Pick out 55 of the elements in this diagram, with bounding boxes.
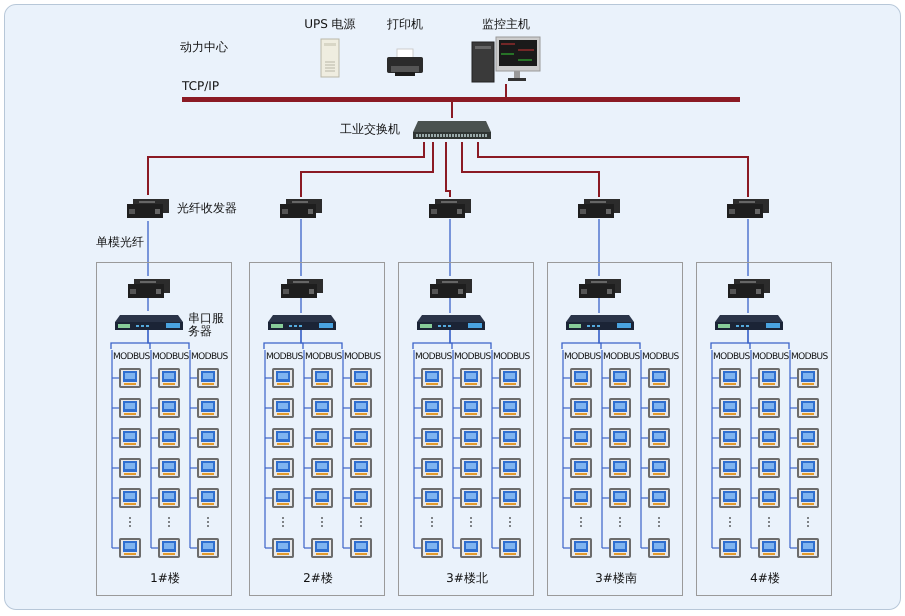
building-box [696, 262, 832, 596]
connection-line [598, 219, 600, 276]
transceiver-icon [428, 277, 474, 299]
connection-line [461, 142, 600, 197]
connection-line [747, 330, 790, 349]
building-label: 4#楼 [749, 572, 781, 585]
connection-line [505, 84, 507, 97]
connection-line [147, 330, 190, 349]
serial-server-icon [416, 314, 486, 331]
device-label: 打印机 [386, 18, 424, 31]
building-box [398, 262, 534, 596]
connection-line [477, 142, 749, 197]
connection-line [147, 221, 149, 276]
connection-line [449, 330, 492, 349]
transceiver-icon [427, 197, 473, 219]
connection-line [598, 298, 600, 313]
building-label: 3#楼北 [445, 572, 489, 585]
network-bus [182, 97, 740, 102]
section-label: 动力中心 [180, 41, 228, 54]
device-label: 光纤收发器 [177, 202, 238, 215]
connection-line [300, 142, 434, 197]
device-label: 监控主机 [481, 18, 531, 31]
network-label: TCP/IP [182, 80, 220, 93]
connection-line [598, 330, 641, 349]
building-box [96, 262, 232, 596]
connection-line [747, 219, 749, 276]
building-label: 3#楼南 [594, 572, 638, 585]
building-label: 2#楼 [302, 572, 334, 585]
edge-label: 单模光纤 [96, 236, 144, 249]
serial-server-icon [267, 314, 337, 331]
connection-line [449, 298, 451, 313]
transceiver-icon [126, 277, 172, 299]
connection-line [300, 219, 302, 276]
connection-line [451, 102, 453, 118]
transceiver-icon [577, 277, 623, 299]
connection-line [300, 298, 302, 313]
device-label: 串口服务器 [188, 312, 225, 338]
serial-server-icon [565, 314, 635, 331]
transceiver-icon [725, 197, 771, 219]
connection-line [445, 142, 451, 197]
building-box [547, 262, 683, 596]
connection-line [449, 219, 451, 276]
transceiver-icon [576, 197, 622, 219]
transceiver-icon [279, 277, 325, 299]
connection-line [747, 298, 749, 313]
transceiver-icon [726, 277, 772, 299]
connection-line [300, 330, 343, 349]
connection-line [147, 142, 425, 195]
connection-line [147, 298, 149, 311]
device-label: UPS 电源 [303, 18, 357, 31]
transceiver-icon [278, 197, 324, 219]
device-label: 工业交换机 [340, 123, 401, 136]
building-box [249, 262, 385, 596]
building-label: 1#楼 [149, 572, 181, 585]
serial-server-icon [714, 314, 784, 331]
